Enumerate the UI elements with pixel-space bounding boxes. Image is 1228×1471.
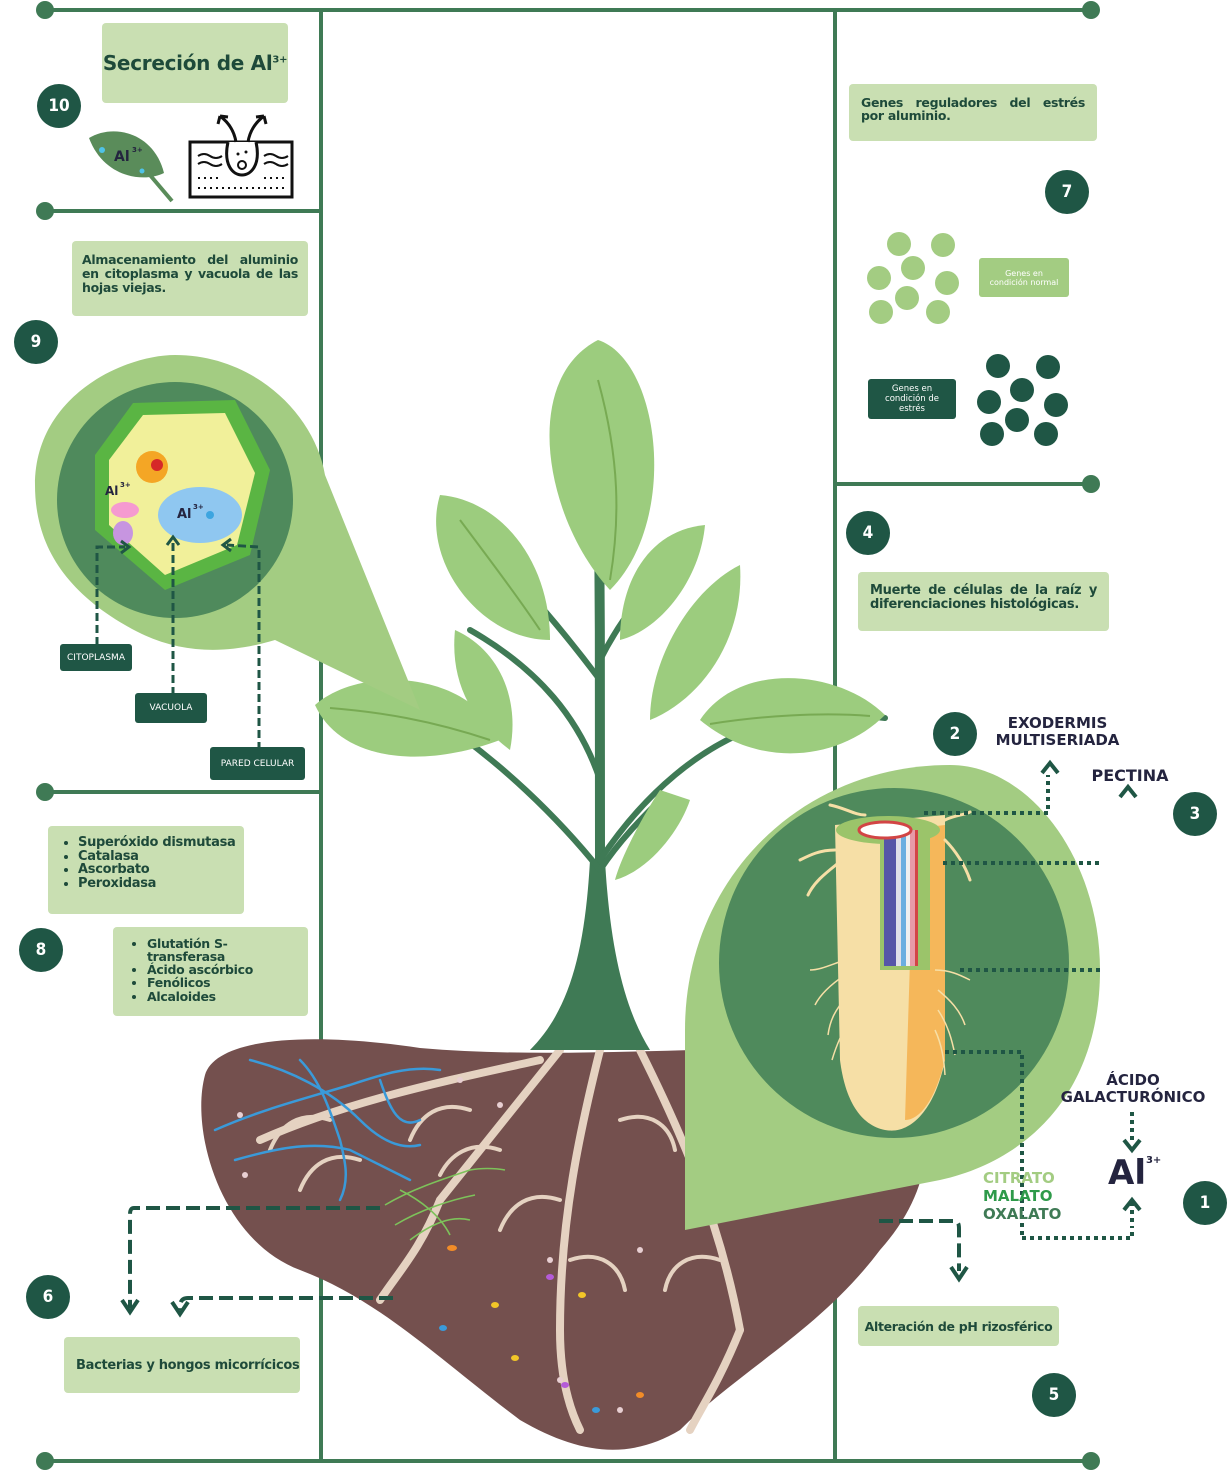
frame-divider-7-4 bbox=[835, 482, 1090, 486]
tag-citoplasma: CITOPLASMA bbox=[60, 644, 132, 671]
frame-dot-bottom-left bbox=[36, 1452, 54, 1470]
badge-6: 6 bbox=[26, 1275, 70, 1319]
frame-dot-10-9 bbox=[36, 202, 54, 220]
badge-2: 2 bbox=[933, 712, 977, 756]
section8-list2-box: Glutatión S-transferasa Ácido ascórbico … bbox=[113, 927, 308, 1016]
label-al3: Al3+ bbox=[1108, 1153, 1162, 1193]
frame-dot-top-right bbox=[1082, 1, 1100, 19]
plant-cell-callout: Al 3+ Al 3+ bbox=[35, 355, 420, 750]
section5-text-box: Alteración de pH rizosférico bbox=[858, 1306, 1059, 1346]
root-arrows-outside bbox=[1040, 759, 1138, 799]
frame-left-vertical bbox=[319, 10, 323, 1462]
al-arrows bbox=[1122, 1112, 1142, 1228]
badge-7: 7 bbox=[1045, 170, 1089, 214]
svg-text:3+: 3+ bbox=[132, 146, 143, 154]
organic-acids-list: CITRATO MALATO OXALATO bbox=[983, 1169, 1062, 1223]
label-exodermis: EXODERMIS MULTISERIADA bbox=[995, 714, 1120, 749]
svg-text:Al: Al bbox=[177, 507, 192, 522]
organic-acids-connector bbox=[1022, 1228, 1134, 1240]
svg-text:3+: 3+ bbox=[120, 481, 131, 489]
section7-text-box: Genes reguladores del estrés por alumini… bbox=[849, 84, 1097, 141]
badge-1: 1 bbox=[1183, 1181, 1227, 1225]
badge-5: 5 bbox=[1032, 1373, 1076, 1417]
svg-text:Al: Al bbox=[105, 484, 118, 498]
svg-text:3+: 3+ bbox=[193, 503, 204, 511]
label-acido-galacturonico: ÁCIDO GALACTURÓNICO bbox=[1060, 1071, 1206, 1106]
frame-dot-top-left bbox=[36, 1, 54, 19]
genes-normal-label: Genes en condición normal bbox=[979, 258, 1069, 297]
svg-text:Al: Al bbox=[114, 149, 130, 165]
non-enzymatic-list: Glutatión S-transferasa Ácido ascórbico … bbox=[125, 937, 296, 1003]
antioxidant-enzymes-list: Superóxido dismutasa Catalasa Ascorbato … bbox=[56, 836, 236, 891]
section6-text-box: Bacterias y hongos micorrícicos bbox=[64, 1337, 300, 1393]
secretion-gland-icon bbox=[188, 114, 294, 199]
genes-stress-dots bbox=[977, 354, 1068, 446]
section4-text-box: Muerte de células de la raíz y diferenci… bbox=[858, 572, 1109, 631]
frame-divider-9-8 bbox=[44, 790, 322, 794]
leaf-al-icon: Al 3+ bbox=[89, 131, 174, 203]
frame-top-line bbox=[44, 8, 1090, 12]
frame-dot-7-4 bbox=[1082, 475, 1100, 493]
root-callout bbox=[685, 765, 1100, 1238]
tag-pared-celular: PARED CELULAR bbox=[210, 747, 305, 780]
section10-title-box: Secreción de Al3+ bbox=[102, 23, 288, 103]
label-pectina: PECTINA bbox=[1091, 766, 1169, 785]
section6-arrows bbox=[120, 1206, 393, 1318]
section8-list1-box: Superóxido dismutasa Catalasa Ascorbato … bbox=[48, 826, 244, 914]
frame-dot-9-8 bbox=[36, 783, 54, 801]
section5-arrow bbox=[879, 1219, 969, 1283]
frame-bottom-line bbox=[44, 1459, 1090, 1463]
badge-4: 4 bbox=[846, 511, 890, 555]
genes-normal-dots bbox=[867, 232, 959, 324]
frame-divider-10-9 bbox=[44, 209, 322, 213]
section9-text-box: Almacenamiento del aluminio en citoplasm… bbox=[72, 241, 308, 316]
badge-9: 9 bbox=[14, 320, 58, 364]
badge-8: 8 bbox=[19, 928, 63, 972]
badge-3: 3 bbox=[1173, 792, 1217, 836]
genes-stress-label: Genes en condición de estrés bbox=[868, 379, 956, 419]
tag-vacuola: VACUOLA bbox=[135, 693, 207, 723]
badge-10: 10 bbox=[37, 84, 81, 128]
section10-title: Secreción de Al3+ bbox=[102, 51, 288, 75]
frame-dot-bottom-right bbox=[1082, 1452, 1100, 1470]
